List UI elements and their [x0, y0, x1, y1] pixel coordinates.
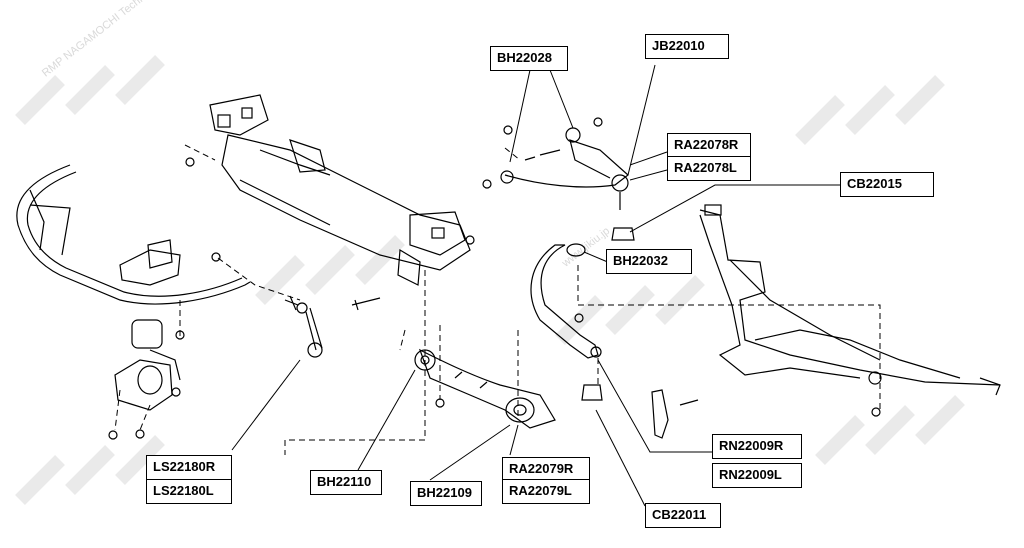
- subframe: [209, 94, 471, 286]
- stabilizer-bracket: [119, 239, 181, 286]
- label-bh22109: BH22109: [410, 481, 482, 506]
- label-cb22015: CB22015: [840, 172, 934, 197]
- label-ra22079r: RA22079R: [502, 457, 590, 482]
- leader-lines: [231, 64, 840, 507]
- label-bh22032: BH22032: [606, 249, 692, 274]
- front-crossmember: [699, 204, 1001, 396]
- mounting-dash-lines: [114, 144, 881, 455]
- label-ls22180r: LS22180R: [146, 455, 232, 480]
- label-rn22009r: RN22009R: [712, 434, 802, 459]
- bracket: [651, 389, 669, 439]
- stabilizer-bar: [16, 164, 251, 305]
- label-jb22010: JB22010: [645, 34, 729, 59]
- bump-stops: [581, 227, 635, 401]
- stabilizer-bushing: [114, 319, 181, 411]
- label-cb22011: CB22011: [645, 503, 721, 528]
- label-bh22028: BH22028: [490, 46, 568, 71]
- bolts: [108, 117, 881, 440]
- label-bh22110: BH22110: [310, 470, 382, 495]
- stabilizer-link: [284, 295, 323, 358]
- lower-arm: [414, 348, 556, 429]
- label-rn22009l: RN22009L: [712, 463, 802, 488]
- label-ls22180l: LS22180L: [146, 479, 232, 504]
- knuckle: [530, 243, 602, 359]
- label-ra22078l: RA22078L: [667, 156, 751, 181]
- upper-arm: [500, 127, 629, 210]
- label-ra22078r: RA22078R: [667, 133, 751, 158]
- label-ra22079l: RA22079L: [502, 479, 590, 504]
- watermark-logos: [15, 55, 965, 505]
